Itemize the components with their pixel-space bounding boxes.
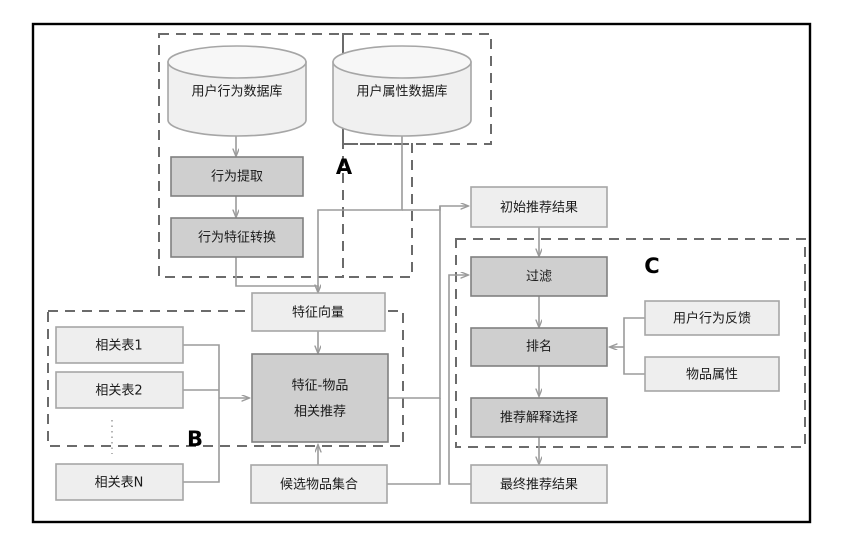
connector-relation-table-1-out xyxy=(183,344,220,398)
node-feature-item-recommendation[interactable]: 特征-物品 相关推荐 xyxy=(251,353,389,443)
node-initial-rec-result-label: 初始推荐结果 xyxy=(500,201,578,216)
node-rec-explanation-select-label: 推荐解释选择 xyxy=(500,411,578,426)
group-a-boundary-lower-right xyxy=(343,143,413,278)
connector-candidate-right xyxy=(387,398,441,485)
node-user-behavior-feedback-label: 用户行为反馈 xyxy=(673,311,751,327)
group-a-boundary xyxy=(158,33,344,278)
node-feature-vector[interactable]: 特征向量 xyxy=(251,292,386,332)
node-final-rec-result[interactable]: 最终推荐结果 xyxy=(470,464,608,504)
node-user-behavior-db-label: 用户行为数据库 xyxy=(191,84,282,100)
node-user-behavior-db[interactable]: 用户行为数据库 xyxy=(167,45,307,137)
node-relation-table-n-label: 相关表N xyxy=(95,476,144,491)
group-b-boundary xyxy=(47,310,404,447)
outer-frame xyxy=(31,22,812,524)
node-user-attribute-db[interactable]: 用户属性数据库 xyxy=(332,45,472,137)
node-filter-label: 过滤 xyxy=(526,270,552,285)
group-label-a: A xyxy=(336,155,353,179)
node-behavior-feature-transform[interactable]: 行为特征转换 xyxy=(170,217,304,258)
connector-relation-table-n-out xyxy=(183,398,220,483)
node-final-rec-result-label: 最终推荐结果 xyxy=(500,477,578,493)
node-relation-table-2-label: 相关表2 xyxy=(95,384,142,399)
node-rec-explanation-select[interactable]: 推荐解释选择 xyxy=(470,397,608,438)
node-relation-table-2[interactable]: 相关表2 xyxy=(55,371,184,409)
node-item-attribute-label: 物品属性 xyxy=(686,368,738,383)
node-relation-table-1[interactable]: 相关表1 xyxy=(55,326,184,364)
node-filter[interactable]: 过滤 xyxy=(470,256,608,297)
node-item-attribute[interactable]: 物品属性 xyxy=(644,356,780,392)
node-feature-vector-label: 特征向量 xyxy=(292,305,344,321)
node-relation-table-n[interactable]: 相关表N xyxy=(55,463,184,501)
connector-feedback-out xyxy=(623,317,645,347)
node-ranking-label: 排名 xyxy=(526,339,552,355)
group-c-boundary xyxy=(455,238,806,448)
node-initial-rec-result[interactable]: 初始推荐结果 xyxy=(470,186,608,228)
connector-db2-to-initial-result xyxy=(402,206,468,211)
node-feature-item-recommendation-label-line2: 相关推荐 xyxy=(294,405,346,420)
node-user-attribute-db-label: 用户属性数据库 xyxy=(356,84,447,100)
node-behavior-feature-transform-label: 行为特征转换 xyxy=(198,231,276,246)
node-candidate-item-set[interactable]: 候选物品集合 xyxy=(250,464,388,504)
connector-final-feedback-to-filter xyxy=(448,275,472,485)
connector-item-attribute-out xyxy=(623,347,645,375)
group-label-c: C xyxy=(644,254,659,278)
node-relation-table-1-label: 相关表1 xyxy=(95,339,142,354)
node-user-behavior-feedback[interactable]: 用户行为反馈 xyxy=(644,300,780,336)
connector-db2-to-feature-vector xyxy=(318,135,403,292)
node-candidate-item-set-label: 候选物品集合 xyxy=(280,477,358,493)
node-behavior-extraction-label: 行为提取 xyxy=(211,169,263,185)
connector-rec-to-initial-right xyxy=(388,206,441,399)
node-behavior-extraction[interactable]: 行为提取 xyxy=(170,156,304,197)
node-feature-item-recommendation-label-line1: 特征-物品 xyxy=(292,379,349,394)
group-label-b: B xyxy=(187,427,203,451)
node-ranking[interactable]: 排名 xyxy=(470,327,608,367)
